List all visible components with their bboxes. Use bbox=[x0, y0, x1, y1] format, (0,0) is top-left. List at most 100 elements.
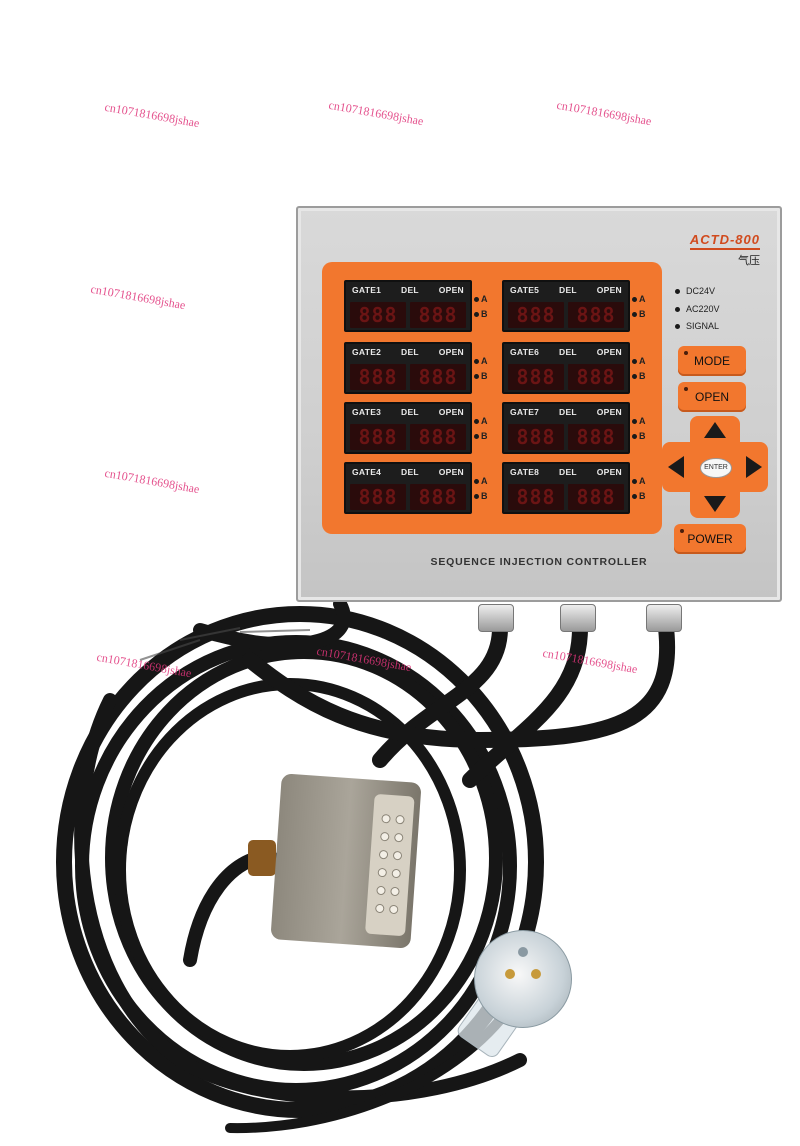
indicator-b: B bbox=[474, 307, 492, 322]
indicator-a: A bbox=[632, 354, 650, 369]
del-display: 888 bbox=[508, 424, 564, 450]
gate-name: GATE2 bbox=[352, 347, 382, 357]
indicator-b: B bbox=[474, 429, 492, 444]
status-ac220v: AC220V bbox=[675, 304, 720, 314]
gate-open: OPEN bbox=[438, 347, 464, 357]
gate-del: DEL bbox=[559, 467, 577, 477]
cable-gland bbox=[646, 604, 682, 632]
gate-name: GATE5 bbox=[510, 285, 540, 295]
del-display: 888 bbox=[350, 364, 406, 390]
indicator-b: B bbox=[632, 369, 650, 384]
open-display: 888 bbox=[410, 364, 466, 390]
open-display: 888 bbox=[568, 484, 624, 510]
power-plug bbox=[474, 930, 572, 1028]
gate-del: DEL bbox=[401, 285, 419, 295]
arrow-right-icon[interactable] bbox=[746, 456, 762, 478]
controller-footer-label: SEQUENCE INJECTION CONTROLLER bbox=[430, 556, 648, 568]
indicator-b: B bbox=[474, 369, 492, 384]
model-label: ACTD-800 bbox=[689, 232, 760, 250]
del-display: 888 bbox=[508, 302, 564, 328]
plug-prong bbox=[531, 969, 541, 979]
gate-name: GATE6 bbox=[510, 347, 540, 357]
gate-open: OPEN bbox=[596, 407, 622, 417]
enter-button[interactable]: ENTER bbox=[700, 458, 732, 478]
status-signal: SIGNAL bbox=[674, 321, 720, 331]
indicator-b: B bbox=[632, 429, 650, 444]
arrow-left-icon[interactable] bbox=[668, 456, 684, 478]
del-display: 888 bbox=[508, 364, 564, 390]
gate-display-7: GATE7 DEL OPEN 888 888 bbox=[502, 402, 630, 454]
status-dc24v: DC24V bbox=[674, 286, 716, 296]
gate-del: DEL bbox=[559, 285, 577, 295]
indicator-a: A bbox=[632, 292, 650, 307]
indicator-b: B bbox=[632, 489, 650, 504]
indicator-a: A bbox=[474, 474, 492, 489]
arrow-down-icon[interactable] bbox=[704, 496, 726, 512]
indicator-a: A bbox=[474, 354, 492, 369]
power-label: POWER bbox=[687, 532, 733, 546]
indicator-a: A bbox=[632, 414, 650, 429]
open-display: 888 bbox=[410, 302, 466, 328]
mode-label: MODE bbox=[694, 354, 730, 368]
indicator-a: A bbox=[632, 474, 650, 489]
gate-del: DEL bbox=[559, 407, 577, 417]
gate-display-4: GATE4 DEL OPEN 888 888 bbox=[344, 462, 472, 514]
indicator-a: A bbox=[474, 292, 492, 307]
gate-open: OPEN bbox=[438, 407, 464, 417]
gate-display-3: GATE3 DEL OPEN 888 888 bbox=[344, 402, 472, 454]
open-display: 888 bbox=[568, 364, 624, 390]
plug-ground bbox=[518, 947, 528, 957]
del-display: 888 bbox=[350, 484, 406, 510]
open-display: 888 bbox=[568, 424, 624, 450]
gate-display-6: GATE6 DEL OPEN 888 888 bbox=[502, 342, 630, 394]
open-display: 888 bbox=[410, 424, 466, 450]
gate-del: DEL bbox=[559, 347, 577, 357]
cable-gland bbox=[478, 604, 514, 632]
gate-name: GATE8 bbox=[510, 467, 540, 477]
indicator-b: B bbox=[632, 307, 650, 322]
gate-display-5: GATE5 DEL OPEN 888 888 bbox=[502, 280, 630, 332]
connector-pins bbox=[364, 793, 415, 937]
del-display: 888 bbox=[508, 484, 564, 510]
gate-open: OPEN bbox=[596, 285, 622, 295]
power-button[interactable]: POWER bbox=[674, 524, 746, 554]
open-display: 888 bbox=[568, 302, 624, 328]
plug-prong bbox=[505, 969, 515, 979]
gate-del: DEL bbox=[401, 407, 419, 417]
del-display: 888 bbox=[350, 424, 406, 450]
gate-name: GATE7 bbox=[510, 407, 540, 417]
heavy-duty-connector bbox=[270, 773, 422, 949]
gate-display-2: GATE2 DEL OPEN 888 888 bbox=[344, 342, 472, 394]
open-display: 888 bbox=[410, 484, 466, 510]
gate-open: OPEN bbox=[438, 285, 464, 295]
gate-open: OPEN bbox=[438, 467, 464, 477]
gate-name: GATE4 bbox=[352, 467, 382, 477]
gate-del: DEL bbox=[401, 467, 419, 477]
mode-button[interactable]: MODE bbox=[678, 346, 746, 376]
gate-name: GATE1 bbox=[352, 285, 382, 295]
open-button[interactable]: OPEN bbox=[678, 382, 746, 412]
gate-del: DEL bbox=[401, 347, 419, 357]
cable-gland bbox=[560, 604, 596, 632]
model-sub-label: 气压 bbox=[738, 254, 760, 267]
open-label: OPEN bbox=[694, 390, 729, 404]
indicator-b: B bbox=[474, 489, 492, 504]
gate-name: GATE3 bbox=[352, 407, 382, 417]
pin-grid-icon bbox=[375, 814, 405, 914]
arrow-up-icon[interactable] bbox=[704, 422, 726, 438]
del-display: 888 bbox=[350, 302, 406, 328]
gate-display-1: GATE1 DEL OPEN 888 888 bbox=[344, 280, 472, 332]
indicator-a: A bbox=[474, 414, 492, 429]
gate-open: OPEN bbox=[596, 347, 622, 357]
